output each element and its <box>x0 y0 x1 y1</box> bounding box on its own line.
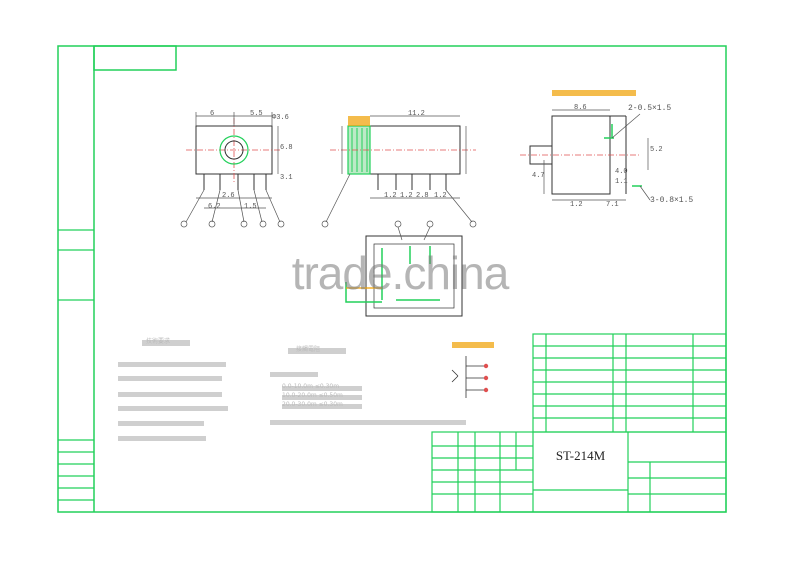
dim-side-pitch-d: 1.2 <box>434 192 447 200</box>
notes-right-title: 接觸電阻 <box>296 346 321 353</box>
title-corner-box <box>93 45 177 71</box>
part-number: ST-214M <box>555 448 606 463</box>
dim-front-width-right: 5.5 <box>250 110 263 118</box>
notes-left-title: 技術要求 <box>146 338 171 345</box>
circuit-schematic <box>451 342 494 398</box>
dim-front-height: 6.8 <box>280 144 293 152</box>
notes-right-row: 10.0-20.0m ≤0.50m <box>282 392 343 399</box>
dim-front-pitch-a: 2.6 <box>222 192 235 200</box>
dim-side-pitch-b: 1.2 <box>400 192 413 200</box>
dim-front-pitch-c: 1.5 <box>244 203 257 211</box>
revision-table <box>532 333 727 433</box>
title-block <box>431 431 727 513</box>
dim-right-slot-bottom: 3-0.8×1.5 <box>650 196 694 205</box>
notes-right-row: 0.0-10.0m ≤0.30m <box>282 383 340 390</box>
right-view <box>520 90 651 201</box>
dim-front-pitch-b: 6.2 <box>208 203 221 211</box>
dim-right-offset: 1.2 <box>570 201 583 209</box>
dim-side-pitch-c: 2.8 <box>416 192 429 200</box>
dim-right-height-c: 1.1 <box>615 178 628 186</box>
left-strip <box>58 229 94 501</box>
dim-right-height-b: 4.0 <box>615 168 628 176</box>
notes-left <box>118 340 228 441</box>
notes-right <box>270 348 466 425</box>
front-view <box>180 112 285 228</box>
dim-front-diameter: Φ3.6 <box>272 114 289 122</box>
side-view <box>321 115 477 228</box>
watermark: trade.china <box>291 247 510 299</box>
outer-frame <box>57 45 727 513</box>
dim-right-height-a: 5.2 <box>650 146 663 154</box>
dim-front-pin-height: 3.1 <box>280 174 293 182</box>
dim-right-depth: 7.1 <box>606 201 619 209</box>
dim-right-body-height: 4.7 <box>532 172 545 180</box>
dim-front-width-left: 6 <box>210 110 215 118</box>
dim-right-width: 8.6 <box>574 104 587 112</box>
dim-side-pitch-a: 1.2 <box>384 192 397 200</box>
dim-right-slot-top: 2-0.5×1.5 <box>628 104 672 113</box>
notes-right-row: 20.0-30.0m ≤0.30m <box>282 401 343 408</box>
dim-side-length: 11.2 <box>408 110 425 118</box>
bottom-view <box>345 220 463 317</box>
